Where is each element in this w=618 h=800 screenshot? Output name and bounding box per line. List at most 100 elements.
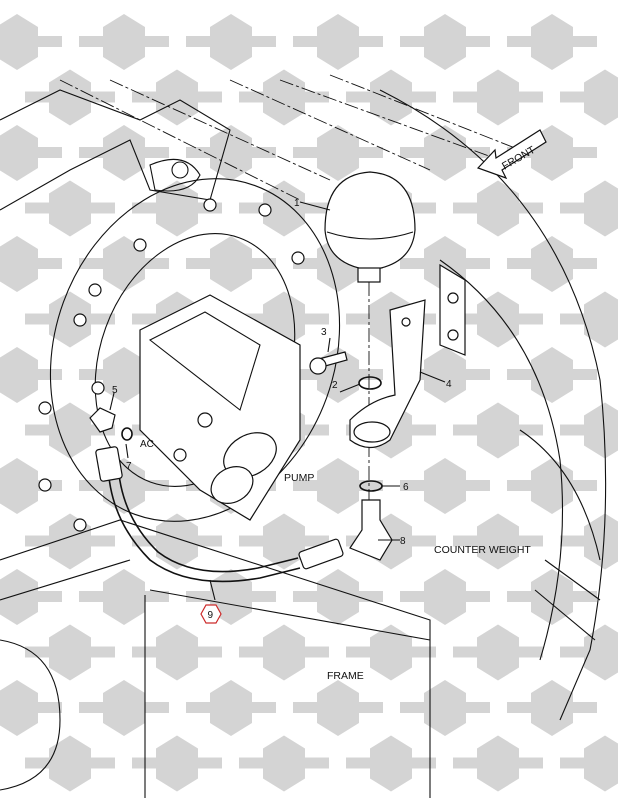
watermark-logo: [79, 569, 169, 625]
counterweight-contour: [59, 74, 521, 201]
callout-5: 5: [112, 385, 118, 396]
frame-label: FRAME: [327, 670, 364, 682]
callout-1: 1: [294, 198, 300, 209]
watermark-logo: [293, 125, 383, 181]
counterweight-ribs: [519, 429, 601, 641]
hose-end-fitting: [95, 446, 123, 482]
watermark-logo: [132, 69, 222, 126]
watermark-logo: [560, 291, 618, 348]
watermark-logo: [293, 14, 383, 70]
watermark-logo: [507, 680, 597, 736]
pump-port: [197, 412, 213, 428]
watermark-logo: [186, 125, 276, 181]
accumulator[interactable]: [324, 171, 416, 271]
watermark-logo: [453, 735, 543, 792]
pump-port: [173, 448, 187, 462]
pump-window: [148, 311, 261, 411]
callout-4: 4: [446, 379, 452, 390]
callout-7: 7: [126, 461, 132, 472]
frame-cutout: [0, 639, 61, 791]
watermark-logo: [293, 569, 383, 625]
watermark-logo: [239, 735, 329, 792]
watermark-logo: [79, 236, 169, 292]
watermark-logo: [186, 680, 276, 736]
watermark-logo: [453, 513, 543, 570]
callout-8: 8: [400, 536, 406, 547]
accumulator-seam: [326, 231, 414, 240]
watermark-logo: [186, 14, 276, 70]
front-arrow-icon: [476, 129, 547, 180]
hose-assembly-9-edge: [117, 461, 299, 573]
watermark-logo: [0, 236, 62, 292]
o-ring-7[interactable]: [121, 427, 133, 441]
leader-lines: [109, 201, 446, 601]
counterweight-inner-edge: [439, 259, 564, 661]
mount-boss: [149, 158, 201, 192]
bracket-hole: [401, 317, 411, 327]
callout-9: 9: [208, 610, 214, 621]
watermark-logo: [453, 291, 543, 348]
hose-end-fitting: [298, 538, 344, 570]
bolt-head: [309, 357, 327, 375]
watermark-logo: [0, 347, 62, 403]
counter-weight-label: COUNTER WEIGHT: [434, 544, 531, 556]
watermark-logo: [507, 236, 597, 292]
watermark-logo: [0, 125, 62, 181]
bracket[interactable]: [349, 299, 426, 449]
watermark-logo: [79, 125, 169, 181]
o-ring-2[interactable]: [358, 376, 382, 390]
watermark-logo: [186, 236, 276, 292]
watermark-logo: [25, 624, 115, 681]
watermark-logo: [186, 569, 276, 625]
watermark-logo: [453, 624, 543, 681]
watermark-logo: [25, 402, 115, 459]
watermark-logo: [239, 513, 329, 570]
watermark-logo: [79, 347, 169, 403]
watermark-logo: [453, 180, 543, 237]
watermark-logo: [560, 402, 618, 459]
watermark-logo: [400, 14, 490, 70]
watermark-logo: [0, 458, 62, 514]
watermark-logo: [400, 125, 490, 181]
flywheel-housing: [49, 178, 341, 522]
pump-cylinder: [210, 466, 254, 504]
plate-hole: [447, 292, 459, 304]
watermark-logo: [400, 680, 490, 736]
watermark-logo: [560, 513, 618, 570]
frame-outline: [0, 519, 431, 798]
elbow-fitting-8[interactable]: [349, 499, 393, 561]
callout-9-highlight[interactable]: [200, 604, 222, 624]
watermark-logo: [239, 69, 329, 126]
watermark-logo: [0, 680, 62, 736]
hose-assembly-9[interactable]: [107, 464, 301, 583]
watermark-logo: [293, 680, 383, 736]
watermark-logo: [79, 680, 169, 736]
callout-3: 3: [321, 327, 327, 338]
watermark-logo: [0, 569, 62, 625]
watermark-logo: [346, 624, 436, 681]
watermark-logo: [560, 69, 618, 126]
watermark-logo: [453, 402, 543, 459]
counterweight-plate: [439, 263, 466, 356]
watermark-logo: [239, 624, 329, 681]
watermark-logo: [293, 458, 383, 514]
accumulator-neck: [357, 267, 381, 283]
watermark-logo: [507, 569, 597, 625]
watermark-logo: [346, 735, 436, 792]
watermark-logo: [507, 14, 597, 70]
engine-block: [0, 89, 231, 211]
callout-6: 6: [403, 482, 409, 493]
counterweight-edge: [379, 89, 607, 721]
watermark-logo: [400, 347, 490, 403]
o-ring-6[interactable]: [359, 480, 383, 492]
watermark-logo: [560, 180, 618, 237]
plate-hole: [447, 329, 459, 341]
watermark-logo: [560, 735, 618, 792]
watermark-logo: [25, 180, 115, 237]
mount-hole: [171, 161, 189, 179]
watermark-logo: [400, 569, 490, 625]
elbow-fitting-5[interactable]: [89, 407, 116, 433]
